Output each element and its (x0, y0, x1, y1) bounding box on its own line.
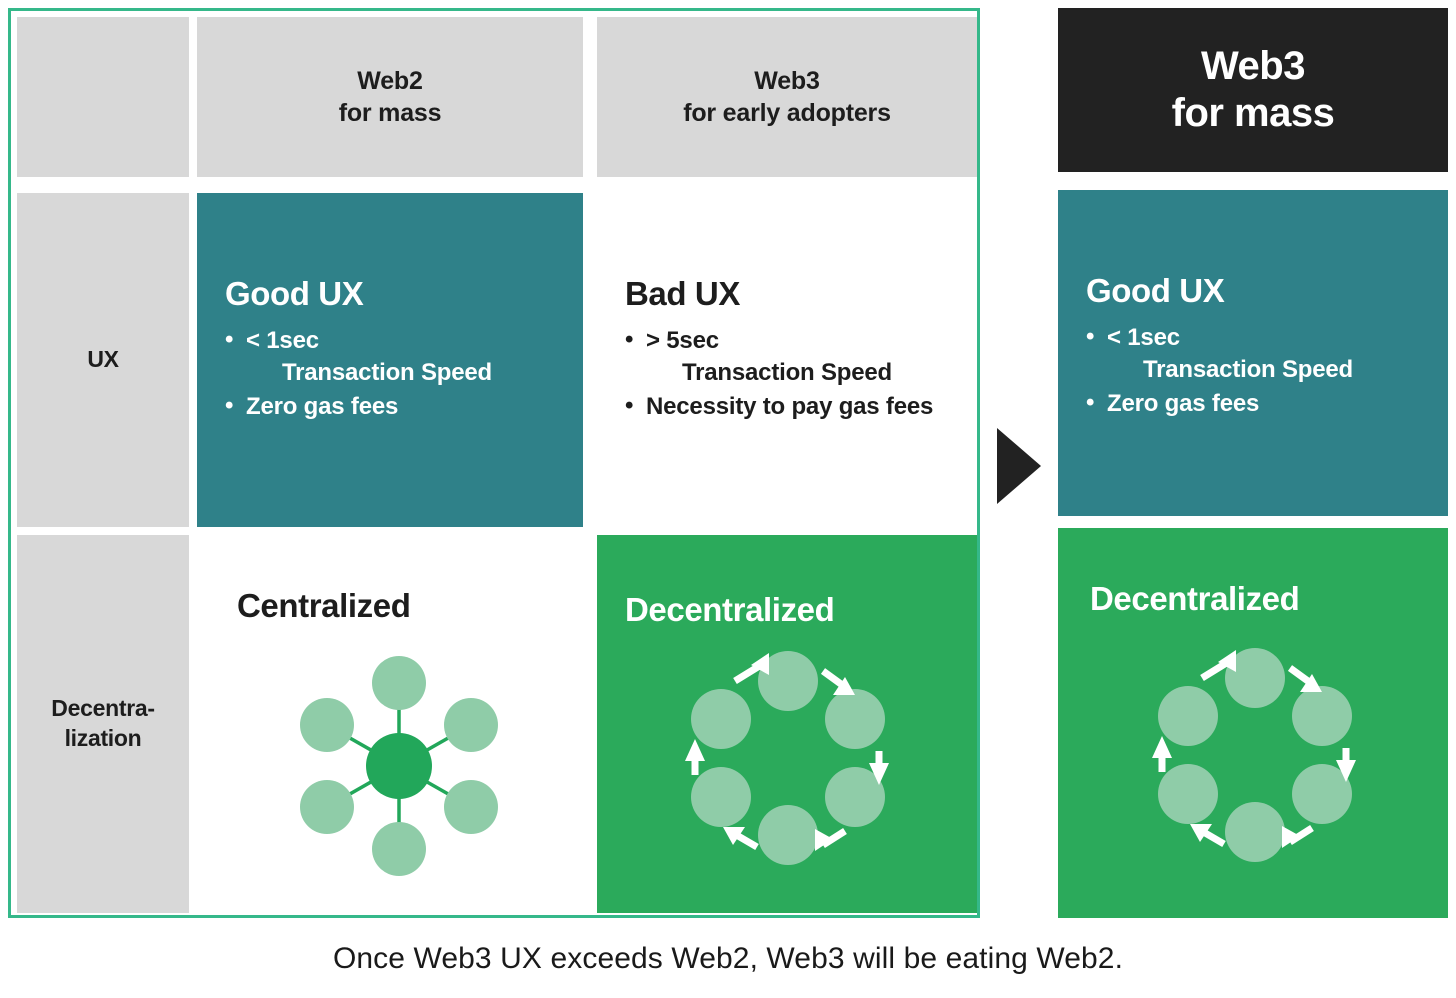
list-item: Zero gas fees (225, 390, 583, 423)
outcome-header-line2: for mass (1171, 91, 1335, 135)
web2-ux-content: Good UX < 1sec Transaction Speed Zero ga… (197, 193, 583, 423)
web2-ux-bullet-1-continuation: Transaction Speed (282, 358, 492, 386)
hub-and-spoke-icon (300, 656, 498, 876)
column-header-web2: Web2 for mass (197, 17, 583, 177)
outcome-ux-bullet-list: < 1sec Transaction Speed Zero gas fees (1086, 321, 1448, 420)
row-header-decentralization-labels: Decentra- lization (51, 694, 155, 754)
web2-ux-bullet-1-text: < 1sec (246, 327, 319, 354)
outcome-ux-title: Good UX (1086, 272, 1225, 309)
list-item: < 1sec Transaction Speed (1086, 321, 1448, 386)
column-header-web3: Web3 for early adopters (597, 17, 977, 177)
list-item: Zero gas fees (1086, 387, 1448, 420)
row-header-decentralization-line2: lization (64, 725, 142, 751)
outcome-ux-bullet-2-text: Zero gas fees (1107, 389, 1260, 417)
web3-ux-content: Bad UX > 5sec Transaction Speed Necessit… (597, 193, 977, 423)
corner-spacer-cell (17, 17, 189, 177)
outcome-header: Web3 for mass (1058, 8, 1448, 172)
web3-ux-bullet-2-text: Necessity to pay gas fees (646, 392, 934, 420)
web3-ux-title: Bad UX (625, 275, 740, 312)
row-header-decentralization-line1: Decentra- (51, 695, 155, 722)
web2-decentralization-title: Centralized (237, 587, 411, 624)
column-header-web2-line1: Web2 (357, 67, 423, 95)
hub-node (366, 733, 432, 799)
row-header-ux-label: UX (87, 346, 119, 373)
web3-ux-bullet-1-continuation: Transaction Speed (682, 358, 892, 386)
peer-ring-cycle-icon (685, 651, 889, 865)
comparison-panel: Web2 for mass Web3 for early adopters UX… (8, 8, 980, 918)
cell-web2-ux: Good UX < 1sec Transaction Speed Zero ga… (197, 193, 583, 527)
peer-ring-cycle-icon (1152, 648, 1356, 862)
outcome-header-line1: Web3 (1201, 43, 1305, 88)
column-header-web3-line1: Web3 (754, 67, 820, 95)
web2-ux-bullet-2-text: Zero gas fees (246, 392, 399, 420)
outcome-cell-decentralization: Decentralized (1058, 528, 1448, 918)
web2-ux-bullet-list: < 1sec Transaction Speed Zero gas fees (225, 324, 583, 423)
list-item: < 1sec Transaction Speed (225, 324, 583, 389)
column-header-web2-line2: for mass (338, 99, 442, 127)
list-item: Necessity to pay gas fees (625, 390, 977, 423)
caption-text: Once Web3 UX exceeds Web2, Web3 will be … (332, 942, 1124, 975)
outcome-ux-content: Good UX < 1sec Transaction Speed Zero ga… (1058, 190, 1448, 420)
web2-ux-title: Good UX (225, 275, 364, 312)
outcome-decentralization-title: Decentralized (1090, 580, 1300, 617)
row-header-ux: UX (17, 193, 189, 527)
outcome-ux-bullet-1-text: < 1sec (1107, 324, 1180, 351)
cell-web3-ux: Bad UX > 5sec Transaction Speed Necessit… (597, 193, 977, 527)
outcome-cell-ux: Good UX < 1sec Transaction Speed Zero ga… (1058, 190, 1448, 516)
web3-decentralization-title: Decentralized (625, 591, 835, 628)
outcome-ux-bullet-1-continuation: Transaction Speed (1143, 355, 1353, 383)
cell-web3-decentralization: Decentralized (597, 535, 977, 913)
web3-ux-bullet-list: > 5sec Transaction Speed Necessity to pa… (625, 324, 977, 423)
outcome-header-title: Web3 for mass (1058, 8, 1448, 172)
cell-web2-decentralization: Centralized (197, 535, 583, 913)
list-item: > 5sec Transaction Speed (625, 324, 977, 389)
column-header-web3-line2: for early adopters (683, 99, 891, 127)
right-triangle-arrow-icon (997, 428, 1041, 504)
row-header-decentralization: Decentra- lization (17, 535, 189, 913)
web3-ux-bullet-1-text: > 5sec (646, 327, 719, 354)
